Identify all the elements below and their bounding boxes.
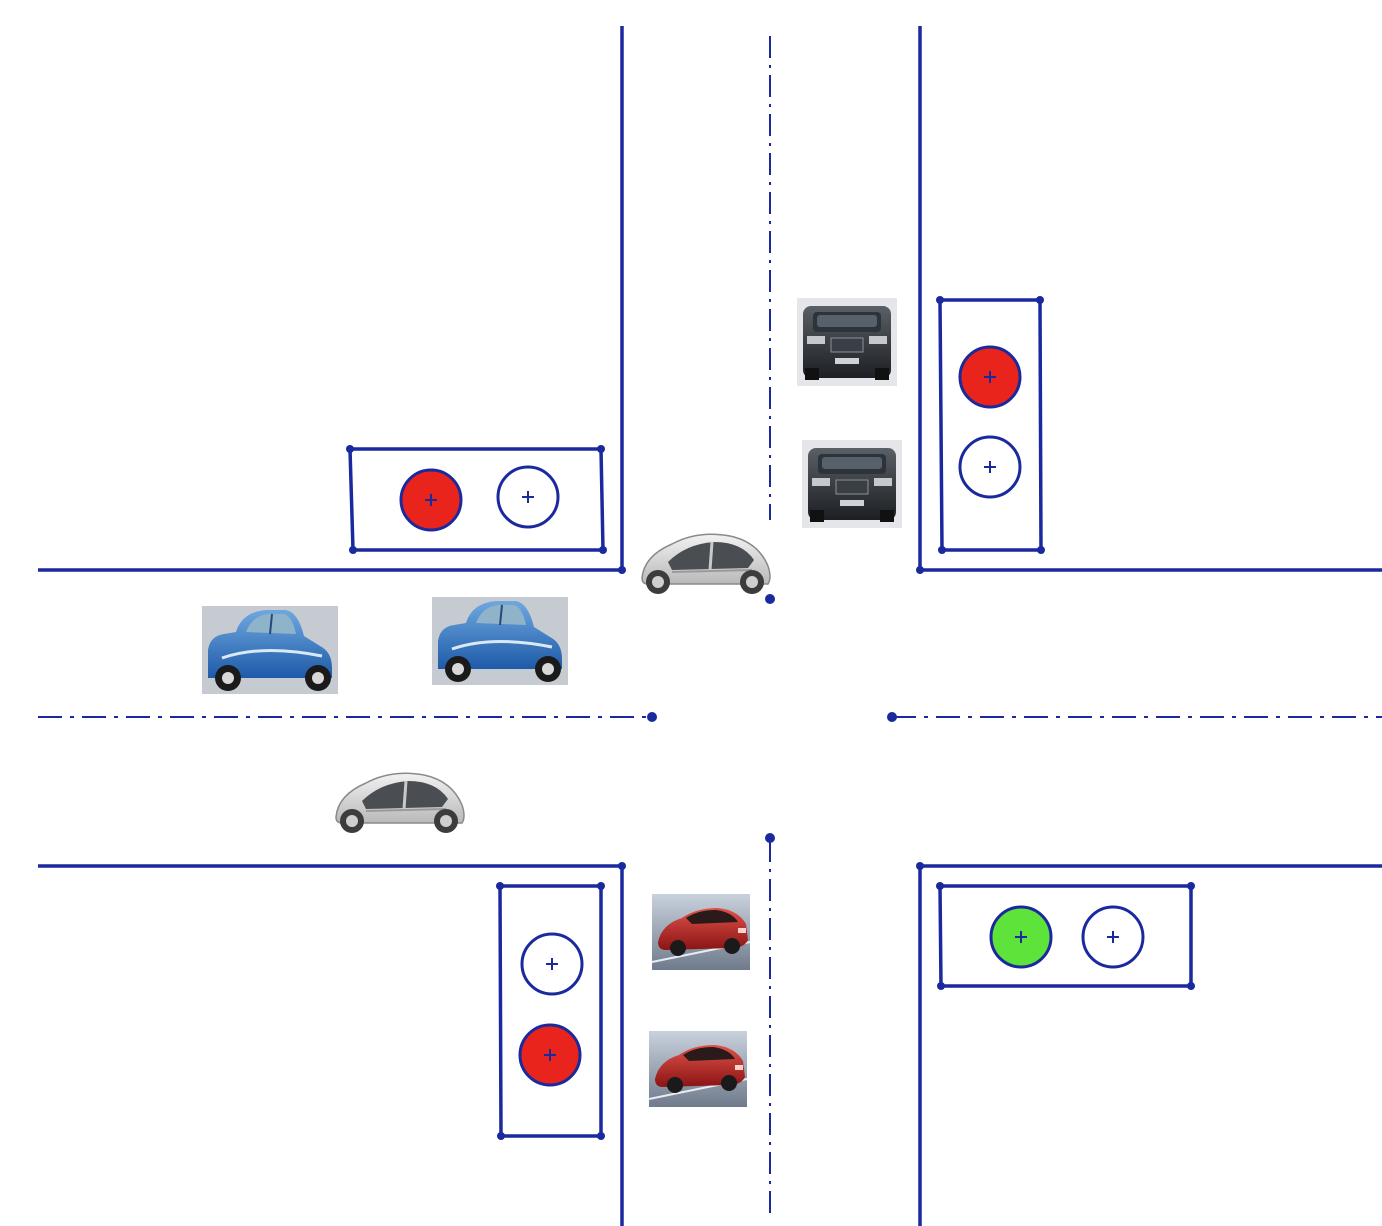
suv-north-2 [801,439,903,529]
red-lamp [958,345,1022,409]
off-lamp [496,465,560,529]
red-car-south-1 [651,893,751,971]
red-lamp [518,1023,582,1087]
off-lamp [958,435,1022,499]
red-car-south-2 [648,1030,748,1108]
green-lamp [989,905,1053,969]
blue-car-west-2 [430,595,570,687]
blue-car-west-1 [200,604,340,696]
silver-car-center [640,532,772,596]
off-lamp [520,932,584,996]
traffic-light-north [936,296,1045,554]
traffic-light-west [346,445,607,554]
suv-north-1 [796,297,898,387]
lane-center-lines [38,36,1382,1220]
traffic-light-east [936,882,1195,990]
off-lamp [1081,905,1145,969]
red-lamp [399,468,463,532]
silver-car-west [334,771,466,835]
traffic-light-south [496,882,605,1140]
